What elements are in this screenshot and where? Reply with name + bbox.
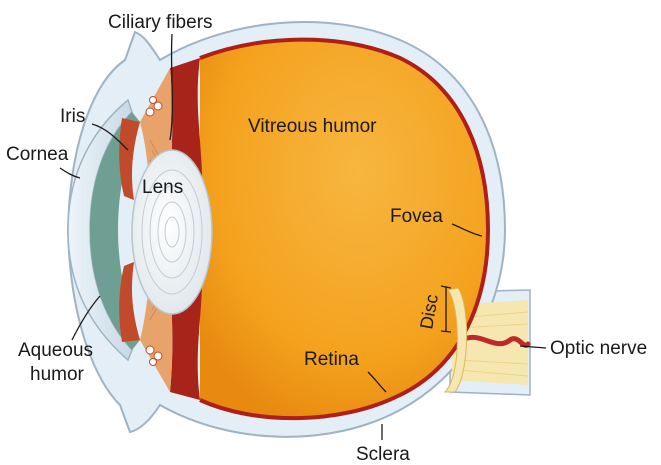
label-iris: Iris <box>60 106 85 127</box>
label-fovea: Fovea <box>390 206 443 227</box>
label-retina: Retina <box>304 349 359 370</box>
label-sclera: Sclera <box>356 444 410 465</box>
label-lens: Lens <box>142 177 183 198</box>
label-ciliary-fibers: Ciliary fibers <box>108 12 213 33</box>
label-vitreous-humor: Vitreous humor <box>248 116 377 137</box>
label-aqueous-line1: Aqueous <box>18 340 93 361</box>
label-cornea: Cornea <box>6 144 69 165</box>
label-aqueous-line2: humor <box>30 364 85 385</box>
lens <box>132 150 212 314</box>
label-optic-nerve: Optic nerve <box>550 338 647 359</box>
